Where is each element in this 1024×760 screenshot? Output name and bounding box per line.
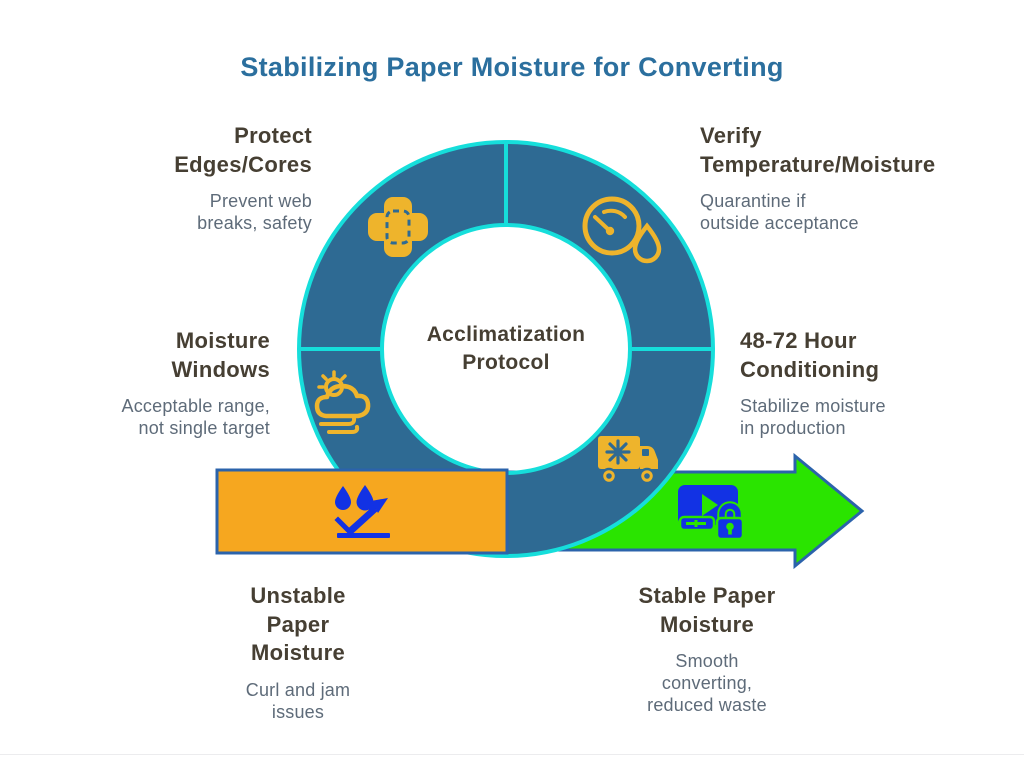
step-verify: Verify Temperature/Moisture Quarantine i… bbox=[700, 122, 1000, 235]
step-moisture-windows-subtext: Acceptable range, not single target bbox=[121, 396, 270, 439]
step-protect: Protect Edges/Cores Prevent web breaks, … bbox=[40, 122, 312, 235]
ring-center-label: Acclimatization Protocol bbox=[426, 323, 586, 375]
secured-player-lock-icon bbox=[678, 485, 745, 541]
step-moisture-windows-heading: Moisture Windows bbox=[171, 328, 270, 382]
bandage-icon bbox=[368, 197, 428, 257]
state-unstable: Unstable Paper Moisture Curl and jam iss… bbox=[198, 582, 398, 724]
step-protect-subtext: Prevent web breaks, safety bbox=[197, 191, 312, 234]
humidity-gauge-icon bbox=[582, 196, 662, 264]
moisture-drops-arrows-icon bbox=[334, 485, 390, 538]
state-unstable-heading: Unstable Paper Moisture bbox=[250, 583, 346, 666]
step-verify-subtext: Quarantine if outside acceptance bbox=[700, 191, 859, 234]
sun-cloud-wind-icon bbox=[314, 370, 371, 434]
ring-dividers bbox=[301, 144, 711, 351]
state-stable: Stable Paper Moisture Smooth converting,… bbox=[588, 582, 826, 717]
step-conditioning-heading: 48-72 Hour Conditioning bbox=[740, 328, 880, 382]
diagram-title: Stabilizing Paper Moisture for Convertin… bbox=[240, 52, 784, 82]
step-conditioning-subtext: Stabilize moisture in production bbox=[740, 396, 886, 439]
state-stable-subtext: Smooth converting, reduced waste bbox=[647, 651, 767, 716]
step-protect-heading: Protect Edges/Cores bbox=[174, 123, 312, 177]
step-verify-heading: Verify Temperature/Moisture bbox=[700, 123, 936, 177]
unstable-bar-shape bbox=[215, 468, 509, 555]
state-stable-heading: Stable Paper Moisture bbox=[638, 583, 776, 637]
refrigerated-truck-icon bbox=[598, 436, 658, 485]
bottom-divider-line bbox=[0, 754, 1024, 755]
step-conditioning: 48-72 Hour Conditioning Stabilize moistu… bbox=[740, 327, 990, 440]
state-unstable-subtext: Curl and jam issues bbox=[245, 679, 351, 722]
step-moisture-windows: Moisture Windows Acceptable range, not s… bbox=[18, 327, 270, 440]
